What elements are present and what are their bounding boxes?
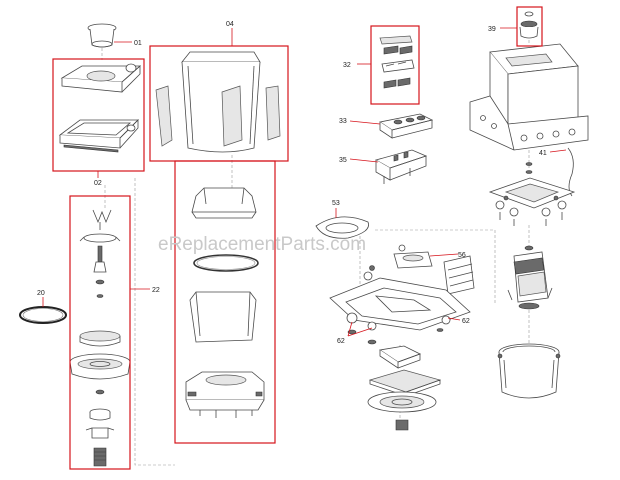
assembly-guide-lines <box>101 30 530 466</box>
coupler-part <box>368 345 442 397</box>
label-20: 20 <box>37 290 45 297</box>
gasket-ring-part <box>19 306 67 324</box>
gear-mount-part <box>393 244 475 295</box>
group-box-02 <box>52 58 145 172</box>
highlight-boxes <box>52 6 543 470</box>
switch-board-part <box>379 35 415 89</box>
watermark-text: eReplacementParts.com <box>158 234 366 255</box>
label-32: 32 <box>343 62 351 69</box>
group-box-32 <box>370 25 420 105</box>
blender-jar-part <box>155 51 281 153</box>
control-knob-part <box>519 11 539 39</box>
drive-plate-part <box>329 265 471 345</box>
power-cord-part <box>567 147 574 197</box>
group-box-22 <box>69 195 131 470</box>
part-labels: 01 02 04 20 22 32 33 35 39 41 53 56 62 6… <box>37 21 547 345</box>
button-panel-part <box>378 113 434 139</box>
circuit-bracket-part <box>374 149 428 184</box>
motor-housing-part <box>469 43 589 151</box>
label-04: 04 <box>226 21 234 28</box>
blade-assembly-part <box>69 209 131 467</box>
group-box-39 <box>516 6 543 47</box>
lid-plug-part <box>87 23 117 48</box>
label-02: 02 <box>94 180 102 187</box>
label-01: 01 <box>134 40 142 47</box>
label-35: 35 <box>339 157 347 164</box>
label-53: 53 <box>332 200 340 207</box>
lid-assembly-part <box>58 63 142 153</box>
label-56: 56 <box>458 252 466 259</box>
label-33: 33 <box>339 118 347 125</box>
label-62-right: 62 <box>462 318 470 325</box>
fan-disc-part <box>367 391 437 431</box>
leader-lines <box>42 27 567 337</box>
jar-seal-ring-part <box>193 254 259 272</box>
label-22: 22 <box>152 287 160 294</box>
jar-base-collar-part <box>191 187 257 219</box>
label-39: 39 <box>488 26 496 33</box>
motor-bowl-part <box>497 343 561 399</box>
drive-coupling-ring-part <box>315 216 369 239</box>
jar-sleeve-part <box>189 291 257 343</box>
label-41: 41 <box>539 150 547 157</box>
group-box-04-lower <box>174 160 276 444</box>
label-62-left: 62 <box>337 338 345 345</box>
jar-base-part <box>185 371 265 418</box>
motor-part <box>507 245 553 310</box>
base-plate-part <box>488 162 576 226</box>
